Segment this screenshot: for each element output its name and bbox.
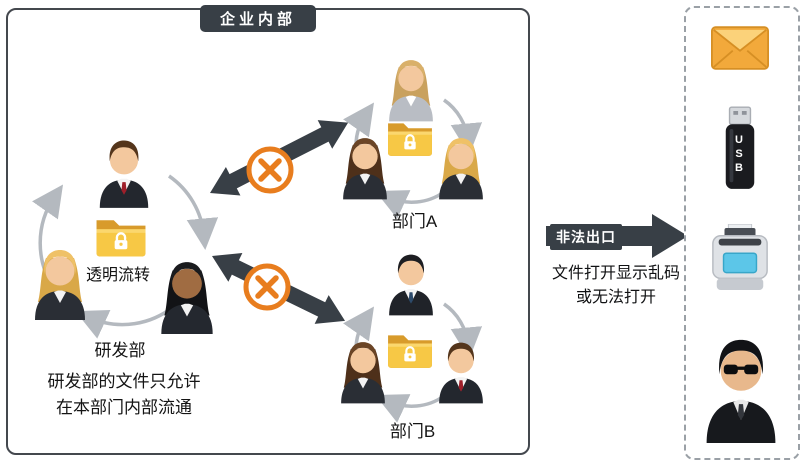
prohibition-icon xyxy=(243,263,291,311)
rnd-member-man-icon xyxy=(93,136,155,208)
enterprise-title: 企业内部 xyxy=(219,11,296,28)
rnd-policy-note-line2: 在本部门内部流通 xyxy=(56,398,192,417)
dept-b-shared-folder-icon xyxy=(384,328,436,372)
usb-text-label: USB xyxy=(733,134,745,176)
enterprise-boundary-box xyxy=(6,8,530,455)
dept-a-shared-folder-icon xyxy=(384,116,436,160)
export-result-line1: 文件打开显示乱码 xyxy=(551,265,680,282)
rnd-department-label: 研发部 xyxy=(94,341,146,360)
email-icon xyxy=(711,26,769,70)
dept-b-member-woman-icon xyxy=(335,338,391,404)
export-result-line2: 或无法打开 xyxy=(575,289,656,306)
illegal-export-label: 非法出口 xyxy=(556,229,616,245)
rnd-shared-folder-icon xyxy=(92,212,150,261)
illegal-export-badge: 非法出口 xyxy=(550,224,622,250)
dept-a-member-woman-icon xyxy=(383,56,439,122)
printer-icon xyxy=(709,224,771,296)
dept-b-member-man-icon xyxy=(383,250,439,316)
dept-a-label: 部门A xyxy=(391,212,438,231)
rnd-policy-note: 研发部的文件只允许 在本部门内部流通 xyxy=(24,369,224,421)
dept-b-member-man-icon xyxy=(433,338,489,404)
prohibition-icon xyxy=(246,146,294,194)
rnd-policy-note-line1: 研发部的文件只允许 xyxy=(47,372,201,391)
circulation-label: 透明流转 xyxy=(85,267,150,284)
export-result-text: 文件打开显示乱码 或无法打开 xyxy=(536,262,696,310)
dept-a-member-woman-icon xyxy=(433,134,489,200)
insider-icon xyxy=(700,336,782,443)
dept-b-label: 部门B xyxy=(389,422,436,441)
enterprise-title-badge: 企业内部 xyxy=(200,5,316,32)
